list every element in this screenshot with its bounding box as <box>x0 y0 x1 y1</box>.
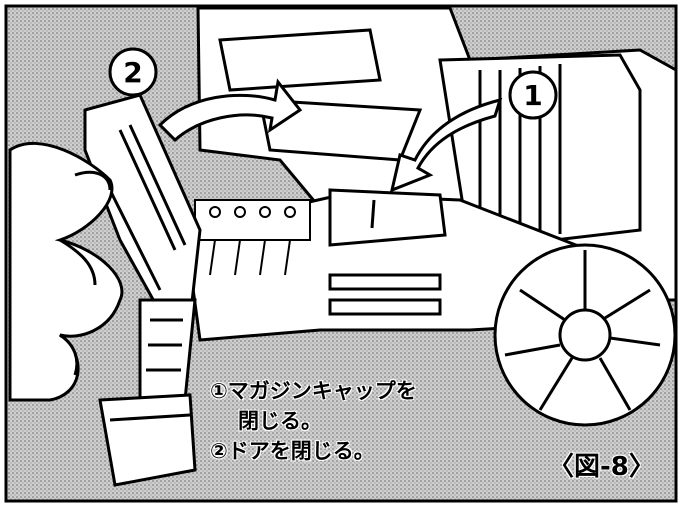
step-one-line1: ①マガジンキャップを <box>210 379 417 403</box>
marker-one-text: 1 <box>523 79 542 112</box>
arrow-two <box>157 78 303 143</box>
marker-two: 2 <box>108 47 158 97</box>
nail-strip <box>194 199 311 276</box>
marker-two-text: 2 <box>123 56 142 89</box>
arrow-one <box>389 97 503 193</box>
wheel <box>493 243 677 427</box>
instruction-caption: ①マガジンキャップを 閉じる。 ②ドアを閉じる。 <box>210 376 540 466</box>
hand <box>8 141 124 402</box>
step-two-line1: ②ドアを閉じる。 <box>210 439 375 463</box>
marker-one: 1 <box>508 70 558 120</box>
step-one-line2: 閉じる。 <box>238 409 322 433</box>
handle <box>98 298 197 487</box>
figure-number-label: 〈図-8〉 <box>548 452 655 482</box>
